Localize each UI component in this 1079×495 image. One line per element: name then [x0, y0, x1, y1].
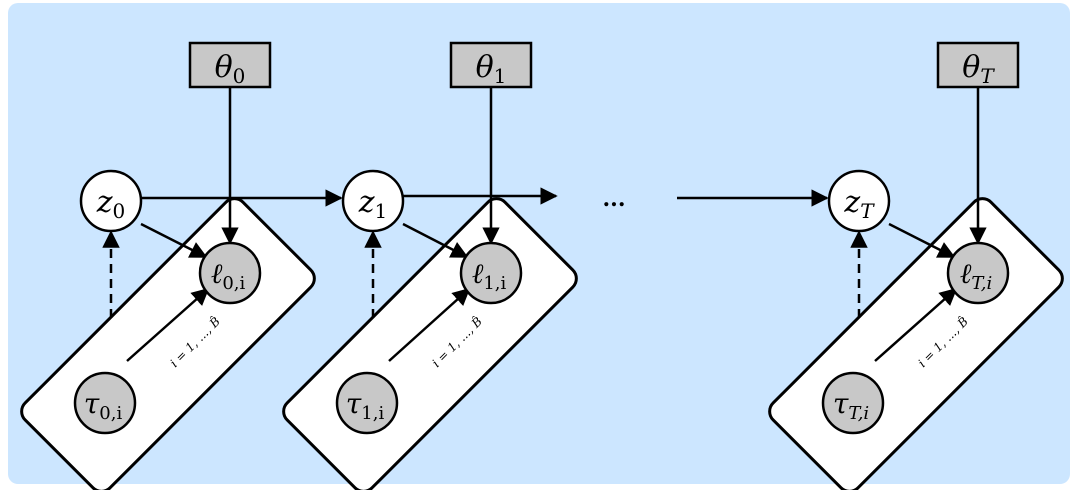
param-box-theta0: [188, 41, 272, 89]
chain-ellipsis: ...: [603, 186, 626, 212]
node-tau1: [335, 371, 399, 435]
param-label-thetaT: θT: [962, 50, 995, 88]
node-zT: [827, 169, 891, 233]
stage-1: i = 1, ..., B̂ θ1 z1 ℓ1,i τ1,i: [282, 41, 578, 493]
label-tau0: τ0,i: [84, 387, 123, 424]
edge-tau0-loss0: [126, 287, 210, 362]
node-loss0: [198, 241, 262, 305]
label-zT: zT: [843, 185, 875, 223]
node-tau0: [73, 371, 137, 435]
node-lossT: [946, 241, 1010, 305]
param-box-thetaT: [936, 41, 1020, 89]
param-label-theta0: θ0: [215, 50, 246, 88]
label-z1: z1: [358, 185, 388, 223]
edge-zT-lossT: [888, 222, 956, 259]
edge-z1-loss1: [402, 222, 469, 259]
stage-T: i = 1, ..., B̂ θT zT ℓT,i τT,i: [768, 41, 1064, 493]
node-z0: [79, 169, 143, 233]
edge-tauT-lossT: [874, 287, 958, 362]
label-loss0: ℓ0,i: [211, 257, 246, 294]
label-tauT: τT,i: [833, 387, 869, 424]
edge-z0-loss0: [140, 222, 208, 259]
stage-0: i = 1, ..., B̂ θ0 z0 ℓ0,i τ0,i: [20, 41, 316, 493]
node-tauT: [821, 371, 885, 435]
edge-tau1-loss1: [388, 287, 471, 362]
param-label-theta1: θ1: [476, 50, 507, 88]
label-z0: z0: [96, 185, 126, 223]
node-loss1: [459, 241, 523, 305]
label-tau1: τ1,i: [346, 387, 385, 424]
label-loss1: ℓ1,i: [472, 257, 507, 294]
param-box-theta1: [449, 41, 533, 89]
node-z1: [341, 169, 405, 233]
label-lossT: ℓT,i: [960, 257, 993, 294]
